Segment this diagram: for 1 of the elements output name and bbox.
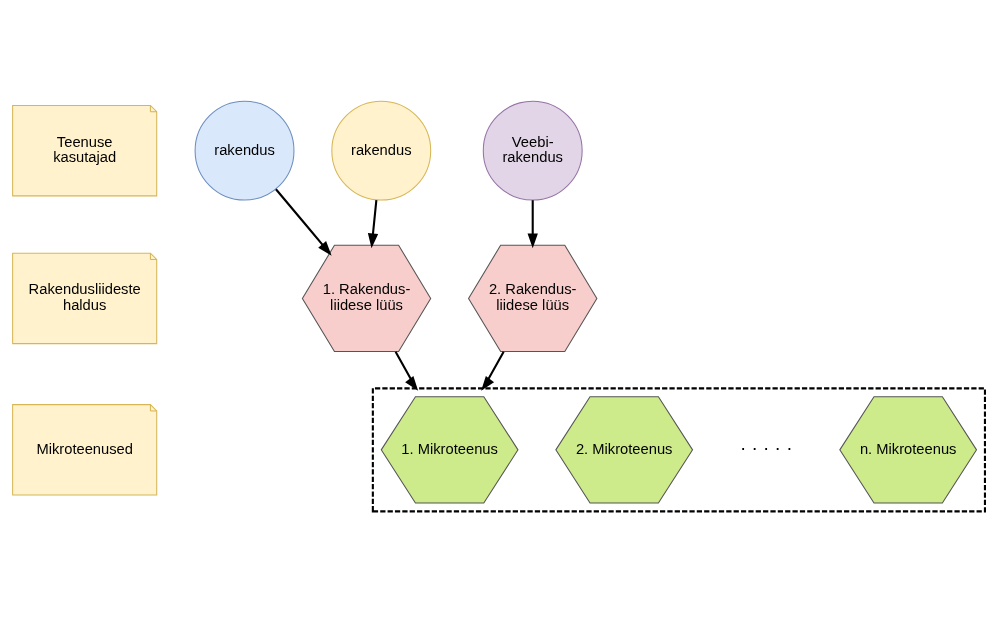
label: · · · · · [739, 437, 793, 459]
